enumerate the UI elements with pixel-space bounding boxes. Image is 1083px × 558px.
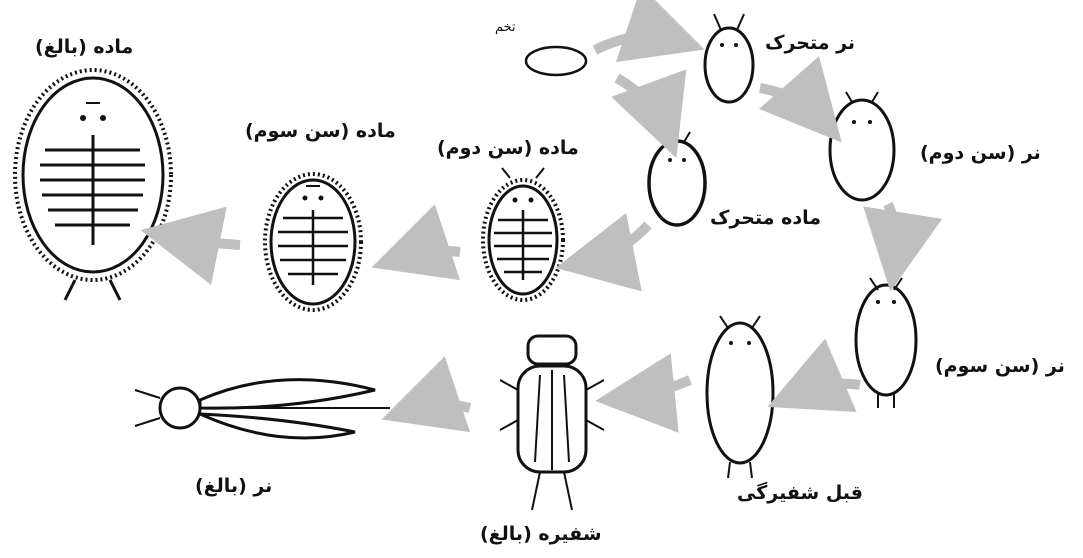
label-pupa: شفیره (بالغ) [480, 523, 602, 545]
male-crawler-shape [705, 14, 753, 102]
egg-shape [526, 47, 586, 75]
label-egg: تخم [495, 20, 516, 35]
pupa-shape [500, 336, 604, 510]
label-female-third: ماده (سن سوم) [245, 120, 396, 142]
female-second-shape [483, 168, 563, 300]
label-male-second: نر (سن دوم) [920, 142, 1041, 164]
label-female-crawler: ماده متحرک [710, 207, 821, 229]
prepupa-shape [707, 316, 773, 478]
male-adult-shape [135, 380, 390, 438]
label-male-adult: نر (بالغ) [195, 475, 272, 497]
label-male-crawler: نر متحرک [765, 32, 855, 54]
label-female-second: ماده (سن دوم) [437, 137, 579, 159]
female-crawler-shape [649, 132, 705, 225]
female-adult-shape [15, 70, 171, 300]
label-female-adult: ماده (بالغ) [35, 36, 133, 58]
label-male-third: نر (سن سوم) [935, 355, 1065, 377]
female-third-shape [265, 174, 361, 310]
label-prepupa: قبل شفیرگی [737, 482, 863, 504]
male-third-shape [856, 278, 916, 408]
male-second-shape [830, 92, 894, 200]
